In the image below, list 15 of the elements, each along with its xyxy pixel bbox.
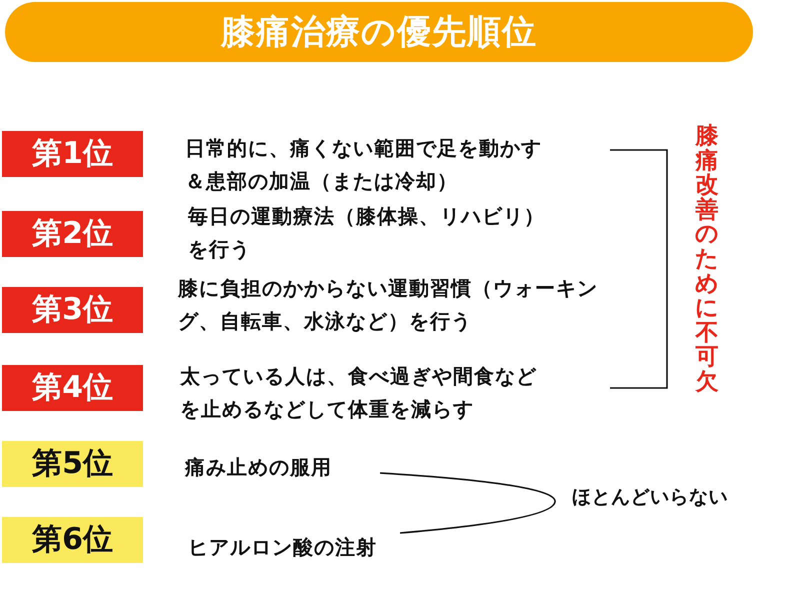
rank-badge: 第2位 — [2, 211, 143, 257]
rank-badge: 第6位 — [2, 517, 143, 563]
description-text: 痛み止めの服用 — [185, 454, 333, 481]
bracket-note: ほとんどいらない — [572, 485, 728, 510]
rank-badge: 第1位 — [2, 131, 143, 177]
title-banner: 膝痛治療の優先順位 — [5, 2, 753, 62]
description-text: 太っている人は、食べ過ぎや間食などを止めるなどして体重を減らす — [180, 363, 538, 423]
description-text: 日常的に、痛くない範囲で足を動かす＆患部の加温（または冷却） — [185, 135, 543, 195]
rank-badge: 第3位 — [2, 287, 143, 333]
description-text: 膝に負担のかからない運動習慣（ウォーキング、自転車、水泳など）を行う — [178, 275, 599, 335]
rank-badge: 第4位 — [2, 365, 143, 411]
vertical-caption: 膝痛改善のために不可欠 — [694, 124, 720, 395]
rank-badge: 第5位 — [2, 441, 143, 487]
description-text: ヒアルロン酸の注射 — [188, 534, 378, 561]
description-text: 毎日の運動療法（膝体操、リハビリ）を行う — [188, 203, 546, 263]
